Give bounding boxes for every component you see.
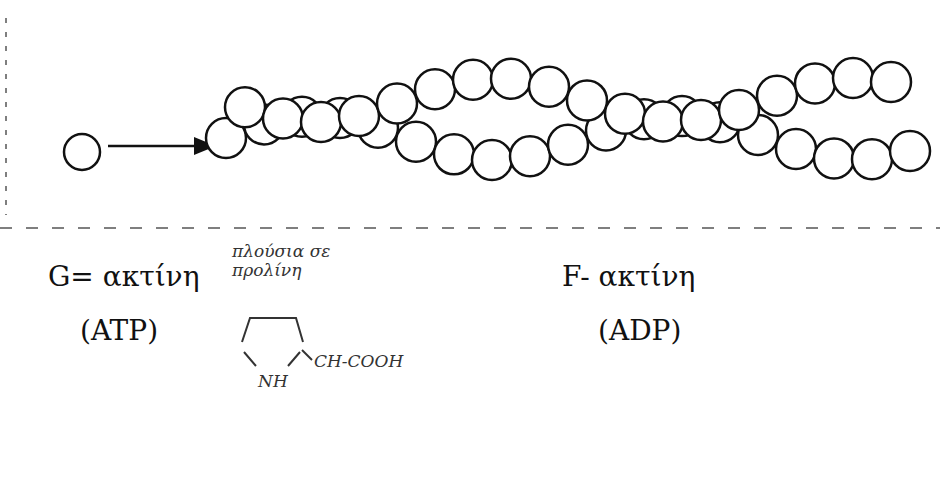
actin-subunit — [890, 131, 930, 171]
actin-subunit — [814, 138, 854, 178]
g-actin-label: G= ακτίνη — [48, 262, 199, 293]
actin-subunit — [434, 134, 474, 174]
polymerization-arrow — [108, 145, 214, 148]
actin-subunit — [453, 60, 493, 100]
chemical-group: CH-COOH — [314, 352, 403, 371]
proline-ring — [244, 352, 300, 366]
actin-subunit — [852, 139, 892, 179]
actin-subunit — [396, 122, 436, 162]
actin-subunit — [548, 125, 588, 165]
actin-subunit — [719, 90, 759, 130]
actin-subunit — [301, 102, 341, 142]
frame-line — [5, 18, 7, 215]
proline-ring — [242, 318, 303, 342]
f-actin-filament — [206, 58, 930, 180]
actin-subunit — [377, 83, 417, 123]
handwritten-note: πλούσια σε προλίνη — [232, 242, 352, 279]
actin-subunit — [491, 59, 531, 99]
actin-subunit — [681, 100, 721, 140]
actin-subunit — [643, 101, 683, 141]
actin-subunit — [871, 62, 911, 102]
actin-subunit — [225, 87, 265, 127]
actin-subunit — [263, 98, 303, 138]
actin-subunit — [529, 67, 569, 107]
actin-subunit — [510, 136, 550, 176]
actin-subunit — [339, 96, 379, 136]
actin-subunit — [472, 140, 512, 180]
actin-subunit — [795, 63, 835, 103]
chemical-group: NH — [258, 372, 288, 391]
actin-subunit — [567, 80, 607, 120]
frame-line — [0, 227, 940, 229]
f-actin-label: F- ακτίνη — [562, 262, 695, 293]
actin-subunit — [833, 58, 873, 98]
actin-subunit — [757, 76, 797, 116]
nucleotide-label: (ATP) — [80, 316, 158, 347]
g-actin-monomer — [64, 134, 100, 170]
proline-bond — [302, 350, 312, 360]
actin-subunit — [605, 94, 645, 134]
actin-subunit — [776, 129, 816, 169]
nucleotide-label: (ADP) — [598, 316, 681, 347]
actin-subunit — [415, 69, 455, 109]
